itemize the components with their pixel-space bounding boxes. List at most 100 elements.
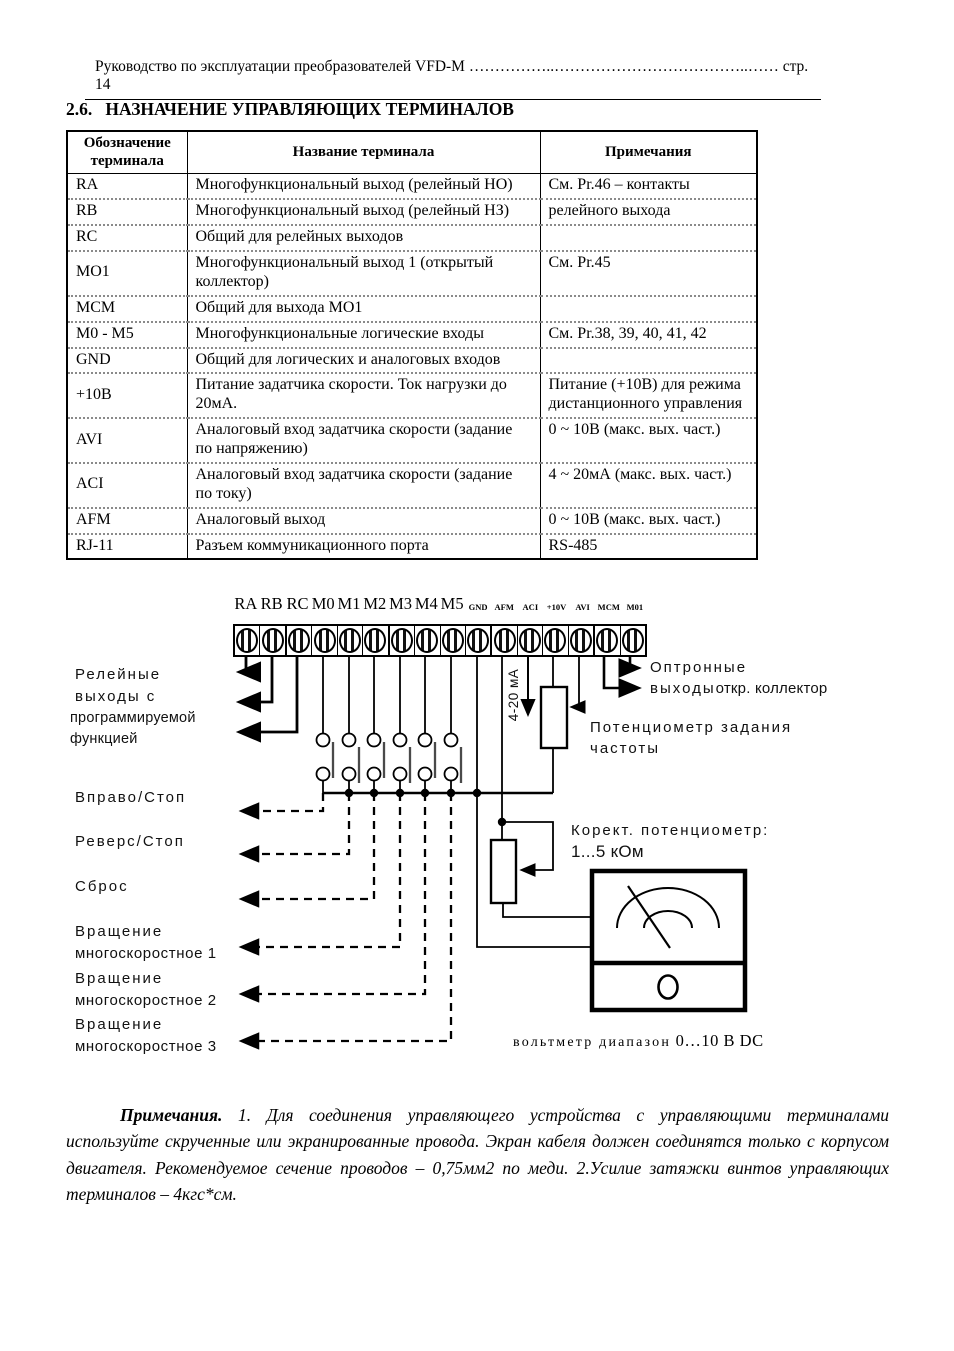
terminal-name-cell: Разъем коммуникационного порта <box>186 532 541 560</box>
relay-outputs-label-line4: функцией <box>70 731 138 747</box>
voltmeter-caption-text: вольтметр диапазон <box>513 1035 672 1050</box>
table-row: MCM Общий для выхода MO1 <box>66 294 758 322</box>
opto-output-arrows <box>602 657 642 698</box>
terminal-id-cell: MO1 <box>66 250 188 296</box>
screw-icon <box>338 628 361 653</box>
terminal-label: AVI <box>575 602 590 612</box>
terminal-name-cell: Аналоговый выход <box>186 506 541 534</box>
terminal-label: AFM <box>494 602 514 612</box>
terminal-name-cell: Многофункциональный выход 1 (открытый ко… <box>186 250 541 296</box>
table-header-row: Обозначение терминала Название терминала… <box>66 131 758 175</box>
terminal-note-cell: См. Pr.38, 39, 40, 41, 42 <box>539 320 758 348</box>
terminal-strip <box>233 624 647 657</box>
relay-outputs-label-line2: выходы с <box>75 688 157 705</box>
gnd-bus <box>323 788 553 798</box>
terminals-table: Обозначение терминала Название терминала… <box>66 130 758 561</box>
table-row: MO1 Многофункциональный выход 1 (открыты… <box>66 250 758 296</box>
current-range-label: 4-20 мА <box>506 668 521 722</box>
screw-icon <box>364 628 387 653</box>
input-switches <box>315 657 463 793</box>
terminal-screw <box>284 626 311 655</box>
terminal-label: M01 <box>626 602 644 612</box>
relay-outputs-label-line3: программируемой <box>70 710 196 726</box>
terminal-id-cell: AVI <box>66 417 188 463</box>
opto-word-outputs: выходы <box>650 680 716 697</box>
screw-icon <box>441 628 464 653</box>
screw-icon <box>288 628 311 653</box>
terminal-note-cell: См. Pr.46 – контакты <box>539 173 758 200</box>
screw-icon <box>313 628 336 653</box>
terminal-screw <box>619 626 645 655</box>
terminal-name-cell: Аналоговый вход задатчика скорости (зада… <box>186 417 541 463</box>
multispeed2-label-line1: Вращение <box>75 970 164 987</box>
table-row: RA Многофункциональный выход (релейный Н… <box>66 173 758 200</box>
terminal-note-cell: RS-485 <box>539 532 758 560</box>
gnd-to-voltmeter-wire <box>476 657 592 948</box>
terminal-note-cell <box>539 224 758 251</box>
table-row: ACI Аналоговый вход задатчика скорости (… <box>66 461 758 508</box>
screw-icon <box>519 628 542 653</box>
terminal-screw <box>542 626 567 655</box>
screw-icon <box>544 628 567 653</box>
cmd-reverse-stop-label: Реверс/Стоп <box>75 833 185 850</box>
col-header-name: Название терминала <box>186 131 541 175</box>
terminal-note-cell: 0 ~ 10В (макс. вых. част.) <box>539 417 758 463</box>
multispeed1-label-line2: многоскоростное 1 <box>75 945 217 962</box>
terminal-label: +10V <box>546 602 567 612</box>
cmd-forward-stop-label: Вправо/Стоп <box>75 789 187 806</box>
terminal-screw <box>490 626 516 655</box>
freq-potentiometer <box>539 657 586 793</box>
terminal-screw <box>311 626 336 655</box>
terminal-label: RB <box>260 594 283 613</box>
terminal-id-cell: RC <box>66 224 188 251</box>
notes-body: 1. Для соединения управляющего устройств… <box>66 1104 889 1205</box>
terminal-id-cell: MCM <box>66 294 188 322</box>
screw-icon <box>621 628 644 653</box>
terminal-label: RC <box>286 594 309 613</box>
terminal-note-cell: См. Pr.45 <box>539 250 758 296</box>
terminal-note-cell <box>539 294 758 322</box>
terminal-screw <box>259 626 284 655</box>
voltmeter-caption: вольтметр диапазон 0…10 В DC <box>513 1031 764 1051</box>
screw-icon <box>596 628 619 653</box>
notes-label: Примечания. <box>120 1104 223 1125</box>
table-row: RC Общий для релейных выходов <box>66 224 758 251</box>
terminal-note-cell: релейного выхода <box>539 198 758 226</box>
terminal-note-cell: 4 ~ 20мА (макс. вых. част.) <box>539 461 758 508</box>
relay-outputs-label-line1: Релейные <box>75 666 162 683</box>
col-header-notes: Примечания <box>539 131 758 175</box>
freq-pot-label-line1: Потенциометр задания <box>590 719 793 736</box>
terminal-id-cell: GND <box>66 346 188 374</box>
terminal-screw <box>567 626 593 655</box>
terminal-name-cell: Многофункциональный выход (релейный НО) <box>186 173 541 200</box>
terminal-label: M0 <box>311 594 335 613</box>
terminal-label: M3 <box>389 594 413 613</box>
terminal-name-cell: Многофункциональный выход (релейный НЗ) <box>186 198 541 226</box>
corr-pot-label-line1: Корект. потенциометр: <box>571 822 770 839</box>
terminal-id-cell: RJ-11 <box>66 532 188 560</box>
page-header-line: Руководство по эксплуатации преобразоват… <box>85 58 821 100</box>
terminal-screw <box>439 626 465 655</box>
table-row: AVI Аналоговый вход задатчика скорости (… <box>66 417 758 463</box>
terminal-note-cell: 0 ~ 10В (макс. вых. част.) <box>539 506 758 534</box>
multispeed2-label-line2: многоскоростное 2 <box>75 992 217 1009</box>
corr-pot-label-line2: 1...5 кОм <box>571 842 644 861</box>
terminal-screw <box>362 626 387 655</box>
notes-paragraph: Примечания. 1. Для соединения управляюще… <box>66 1102 889 1208</box>
multispeed1-label-line1: Вращение <box>75 923 164 940</box>
terminal-label: M1 <box>337 594 361 613</box>
terminal-note-cell <box>539 346 758 374</box>
table-row: RJ-11 Разъем коммуникационного порта RS-… <box>66 532 758 560</box>
freq-pot-label-line2: частоты <box>590 740 661 757</box>
terminal-id-cell: M0 - M5 <box>66 320 188 348</box>
terminal-label: ACI <box>522 602 539 612</box>
terminal-screw <box>464 626 490 655</box>
voltmeter-caption-range: 0…10 В DC <box>671 1031 764 1050</box>
terminal-screw <box>593 626 619 655</box>
terminal-label: M4 <box>414 594 438 613</box>
dashed-command-lines <box>238 793 453 1050</box>
